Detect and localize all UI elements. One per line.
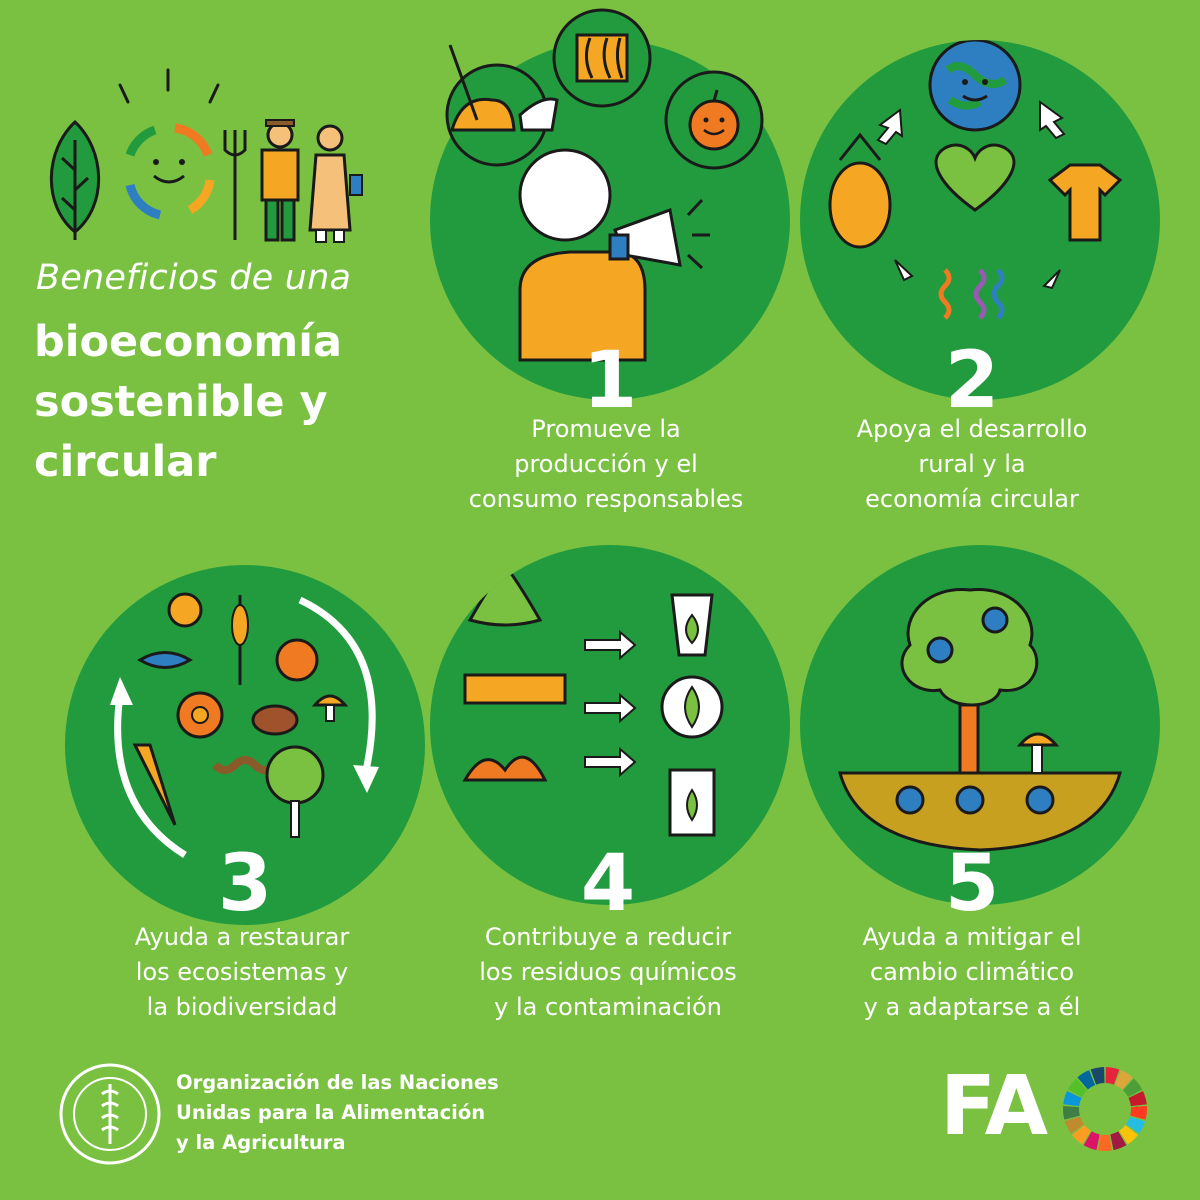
benefit-2-line-2: rural y la xyxy=(918,450,1026,478)
sdg-wheel-segment xyxy=(1067,1078,1088,1097)
benefit-3-line-3: la biodiversidad xyxy=(146,993,338,1021)
fao-wordmark: FA xyxy=(940,1059,1048,1154)
sdg-wheel-segment xyxy=(1105,1067,1120,1085)
benefit-5-line-2: cambio climático xyxy=(869,958,1075,986)
title-line-1: bioeconomía xyxy=(34,317,342,367)
sdg-wheel-icon xyxy=(1062,1066,1148,1152)
benefit-2-line-1: Apoya el desarrollo xyxy=(856,415,1088,443)
sdg-wheel-segment xyxy=(1071,1125,1091,1145)
carbon-tree-icon xyxy=(838,587,1122,852)
benefit-3-line-2: los ecosistemas y xyxy=(135,958,349,986)
title-intro: Beneficios de una xyxy=(36,258,352,298)
sdg-wheel-segment xyxy=(1110,1131,1127,1151)
benefit-5-number: 5 xyxy=(944,839,1000,929)
wood-icon xyxy=(552,8,652,108)
title-line-2: sostenible y xyxy=(34,377,328,427)
benefit-4-caption: Contribuye a reducir los residuos químic… xyxy=(428,920,788,1025)
fao-org-line-2: Unidas para la Alimentación xyxy=(176,1101,486,1124)
farmer-couple-icon xyxy=(223,119,363,243)
leaf-icon xyxy=(49,119,101,240)
benefit-5-circle xyxy=(800,545,1160,905)
sdg-wheel-segment xyxy=(1064,1116,1084,1134)
benefit-2-line-3: economía circular xyxy=(865,485,1079,513)
benefit-5-line-3: y a adaptarse a él xyxy=(863,993,1081,1021)
benefit-1-line-2: producción y el xyxy=(514,450,698,478)
sdg-wheel-segment xyxy=(1090,1067,1105,1085)
fao-org-line-3: y la Agricultura xyxy=(176,1131,346,1154)
sdg-wheel-segment xyxy=(1128,1091,1147,1107)
resource-icons xyxy=(432,0,782,175)
sdg-wheel-segment xyxy=(1083,1131,1100,1151)
fao-emblem xyxy=(58,1062,162,1166)
circular-economy-icon xyxy=(828,40,1123,320)
benefit-4-line-2: los residuos químicos xyxy=(479,958,737,986)
megaphone-person-icon xyxy=(518,148,710,362)
benefit-1-line-3: consumo responsables xyxy=(468,485,744,513)
benefit-4-circle xyxy=(430,545,790,905)
biodiversity-icon xyxy=(110,592,379,858)
sdg-wheel-segment xyxy=(1077,1070,1096,1090)
sdg-wheel-segment xyxy=(1119,1125,1139,1145)
benefit-3-line-1: Ayuda a restaurar xyxy=(134,923,350,951)
benefit-4-line-3: y la contaminación xyxy=(494,993,722,1021)
benefit-3-circle xyxy=(65,565,425,925)
sdg-wheel-segment xyxy=(1114,1070,1133,1090)
benefit-3-caption: Ayuda a restaurar los ecosistemas y la b… xyxy=(62,920,422,1025)
benefit-3-number: 3 xyxy=(217,839,273,929)
benefit-2-circle xyxy=(800,40,1160,400)
header-illustration xyxy=(30,60,390,245)
title-line-3: circular xyxy=(34,437,217,487)
sdg-wheel-segment xyxy=(1063,1105,1080,1120)
recycle-smiley-icon xyxy=(125,123,215,220)
fao-organization-name: Organización de las Naciones Unidas para… xyxy=(176,1068,499,1158)
benefit-4-number: 4 xyxy=(580,839,636,929)
sdg-wheel-segment xyxy=(1098,1134,1112,1151)
benefit-2-number: 2 xyxy=(944,336,1000,426)
apple-icon xyxy=(664,70,764,170)
benefit-1-caption: Promueve la producción y el consumo resp… xyxy=(426,412,786,517)
sdg-wheel-segment xyxy=(1122,1078,1143,1097)
benefit-5-line-1: Ayuda a mitigar el xyxy=(862,923,1082,951)
benefit-5-caption: Ayuda a mitigar el cambio climático y a … xyxy=(792,920,1152,1025)
fao-org-line-1: Organización de las Naciones xyxy=(176,1071,499,1094)
benefit-2-caption: Apoya el desarrollo rural y la economía … xyxy=(792,412,1152,517)
benefit-4-line-1: Contribuye a reducir xyxy=(484,923,732,951)
sdg-wheel-segment xyxy=(1130,1105,1147,1120)
sdg-wheel-segment xyxy=(1126,1116,1146,1134)
bioproducts-icon xyxy=(462,562,724,837)
livestock-icon xyxy=(445,44,559,167)
sdg-wheel-segment xyxy=(1063,1091,1082,1107)
benefit-1-line-1: Promueve la xyxy=(531,415,681,443)
benefit-1-number: 1 xyxy=(582,336,638,426)
title-main: bioeconomía sostenible y circular xyxy=(34,312,434,492)
